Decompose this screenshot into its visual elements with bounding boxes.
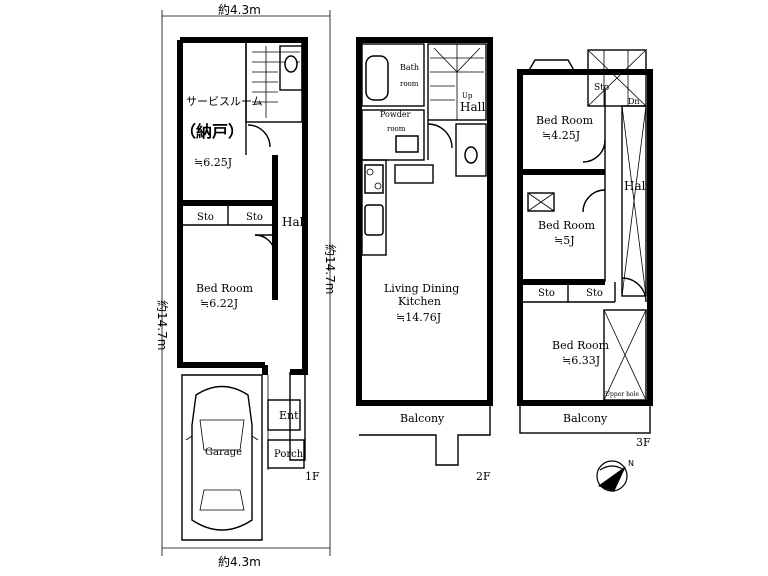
label-garage: Garage — [205, 447, 242, 458]
label-bath: Bath — [400, 63, 419, 72]
dim-depth-2f: 約14.7m — [323, 244, 338, 294]
label-powder-sub: room — [387, 125, 406, 133]
label-hall-2f: Hall — [460, 100, 485, 114]
label-bedroom-1f: Bed Room — [196, 282, 254, 295]
floor-2: Bath room Powder room Up Hall Living Din… — [356, 37, 493, 483]
stove — [364, 164, 384, 194]
label-sto-3f-b: Sto — [538, 288, 555, 299]
label-bedroom-3f-a-area: ≒4.25J — [542, 129, 580, 142]
dim-depth-1f: 約14.7m — [155, 300, 170, 350]
label-up: Up — [462, 92, 473, 100]
dim-width-bottom: 約4.3m — [218, 554, 261, 569]
label-sto-left: Sto — [197, 212, 214, 223]
label-ldk-line2: Kitchen — [398, 295, 441, 308]
label-service-room: サービスルーム — [186, 95, 263, 108]
toilet-1f — [284, 55, 298, 73]
label-sto-3f-c: Sto — [586, 288, 603, 299]
label-storage-jp: （納戸） — [180, 122, 244, 141]
label-floor-3f: 3F — [636, 436, 651, 449]
label-balcony-3f: Balcony — [563, 412, 608, 425]
label-bedroom-3f-c: Bed Room — [552, 339, 610, 352]
label-bedroom-3f-a: Bed Room — [536, 114, 594, 127]
stair-treads-2f — [430, 44, 484, 120]
label-bedroom-1f-area: ≒6.22J — [200, 297, 238, 310]
floor-3: Sto Dn Bed Room ≒4.25J Hall Bed Room ≒5J… — [517, 49, 653, 449]
label-sto-3f-top: Sto — [594, 83, 609, 93]
car-outline — [191, 385, 253, 531]
label-entrance: Ent — [279, 409, 299, 422]
label-powder: Powder — [380, 110, 411, 119]
label-ldk-line1: Living Dining — [384, 282, 459, 295]
compass-icon: N — [596, 459, 634, 492]
toilet-2f — [464, 146, 478, 164]
bathtub — [365, 55, 389, 101]
label-bath-sub: room — [400, 80, 419, 88]
dim-width-top: 約4.3m — [218, 2, 261, 17]
label-bedroom-3f-b-area: ≒5J — [554, 234, 575, 247]
floor-1: サービスルーム （納戸） ≒6.25J Sto Sto Hall Bed Roo… — [177, 37, 320, 541]
label-service-room-area: ≒6.25J — [194, 156, 232, 169]
label-floor-2f: 2F — [476, 470, 491, 483]
label-ldk-area: ≒14.76J — [396, 311, 441, 324]
label-down: Dn — [628, 97, 640, 106]
label-bedroom-3f-b: Bed Room — [538, 219, 596, 232]
compass-north-label: N — [628, 459, 634, 468]
label-balcony-2f: Balcony — [400, 412, 445, 425]
label-floor-1f: 1F — [305, 470, 320, 483]
label-bedroom-3f-c-area: ≒6.33J — [562, 354, 600, 367]
label-hall-3f: Hall — [624, 179, 649, 193]
label-sto-right: Sto — [246, 212, 263, 223]
label-upper-note: Upper hole — [605, 391, 639, 398]
label-porch: Porch — [274, 449, 304, 460]
label-hall-1f: Hall — [282, 215, 307, 229]
dimension-lines: 約4.3m 約4.3m 約14.7m 約14.7m — [155, 2, 338, 569]
wash-basin — [395, 135, 419, 153]
kitchen-sink — [364, 204, 384, 236]
